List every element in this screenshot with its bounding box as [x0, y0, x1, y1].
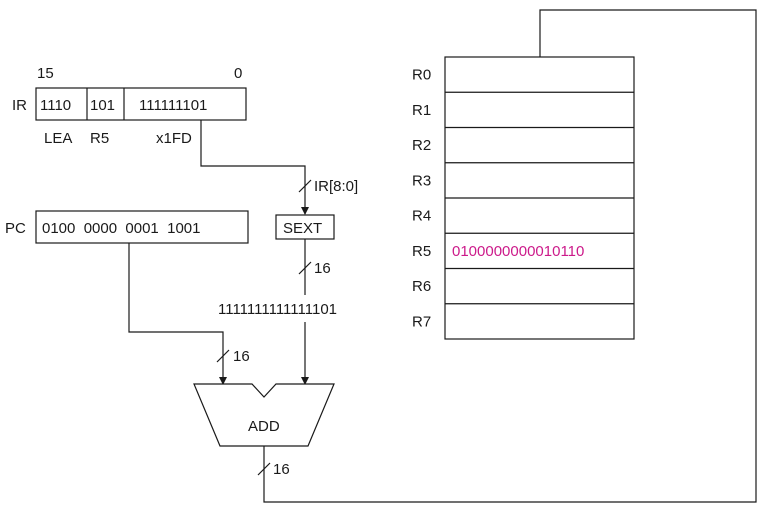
ir-label: IR	[12, 97, 27, 114]
ir-to-sext-wire: IR[8:0]	[200, 120, 358, 215]
bus-slash	[257, 462, 271, 476]
pc-box	[35, 210, 249, 244]
adder-unit: ADD	[193, 383, 335, 447]
register-value-r5: 0100000000010110	[452, 243, 584, 260]
ir-offset-name: x1FD	[156, 130, 192, 147]
register-name-r4: R4	[412, 208, 431, 225]
adder-to-r5-wire: 16	[257, 9, 757, 503]
ir-dr-field: 101	[90, 97, 115, 114]
bus-slash	[298, 179, 312, 193]
ir-opcode-name: LEA	[44, 130, 72, 147]
register-name-r6: R6	[412, 278, 431, 295]
ir-bit-high-label: 15	[37, 65, 54, 82]
register-name-r7: R7	[412, 313, 431, 330]
pc-to-adder-wire: 16	[128, 243, 250, 385]
sext-output-width: 16	[314, 260, 331, 277]
adder-input-width: 16	[233, 348, 250, 365]
sext-label: SEXT	[283, 220, 322, 237]
pc-register: PC 0100 0000 0001 1001	[5, 210, 249, 244]
ir-offset-field: 111111101	[139, 97, 207, 114]
adder-label: ADD	[248, 418, 280, 435]
sext-box	[275, 214, 335, 240]
register-name-r0: R0	[412, 67, 431, 84]
register-name-r1: R1	[412, 102, 431, 119]
pc-value: 0100 0000 0001 1001	[42, 220, 200, 237]
ir-register: 15 0 IR 1110 101 111111101 LEA R5 x1FD	[12, 65, 247, 147]
adder-output-width: 16	[273, 461, 290, 478]
ir-box	[35, 87, 247, 121]
sext-output-wire: 16 1111111111111101	[218, 239, 337, 385]
pc-label: PC	[5, 220, 26, 237]
bus-slash	[216, 349, 230, 363]
sext-unit: SEXT	[275, 214, 335, 240]
register-name-r3: R3	[412, 172, 431, 189]
register-name-r2: R2	[412, 137, 431, 154]
ir-dr-name: R5	[90, 130, 109, 147]
ir-bit-low-label: 0	[234, 65, 242, 82]
ir-opcode-field: 1110	[40, 97, 71, 114]
bus-slash	[298, 261, 312, 275]
adder-shape	[193, 383, 335, 447]
sext-output-value: 1111111111111101	[218, 301, 337, 318]
register-name-r5: R5	[412, 243, 431, 260]
sext-input-label: IR[8:0]	[314, 178, 358, 195]
